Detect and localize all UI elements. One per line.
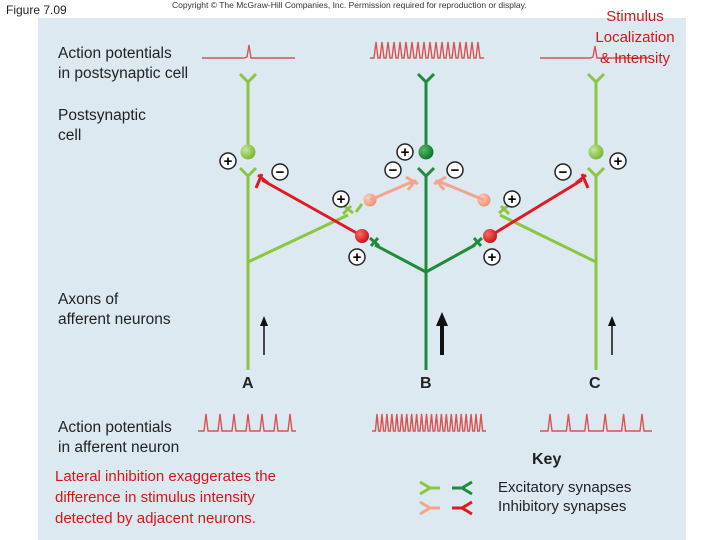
key-excitatory-label: Excitatory synapses — [498, 479, 632, 496]
svg-text:+: + — [508, 191, 517, 208]
svg-text:−: − — [389, 162, 398, 179]
label-line: Axons of — [58, 291, 119, 308]
svg-text:+: + — [614, 153, 623, 170]
stimulus-arrow-a — [260, 316, 268, 355]
key-excitatory-symbols — [419, 480, 473, 496]
label-line: in postsynaptic cell — [58, 65, 189, 82]
interneuron-pink-right — [433, 175, 491, 207]
afferent-neuron-a — [246, 175, 349, 370]
postsynaptic-neuron-c — [586, 72, 606, 179]
plus-sign: + — [348, 248, 366, 266]
caption-line: difference in stimulus intensity — [55, 489, 255, 506]
svg-text:+: + — [337, 191, 346, 208]
label-line: cell — [58, 127, 82, 144]
label-ap-postsynaptic: Action potentials in postsynaptic cell — [58, 44, 188, 84]
afferent-ap-trace-b — [372, 413, 486, 432]
caption: Lateral inhibition exaggerates the diffe… — [55, 466, 276, 529]
plus-sign: + — [219, 152, 237, 170]
svg-text:−: − — [559, 164, 568, 181]
label-ap-afferent: Action potentials in afferent neuron — [58, 418, 179, 458]
plus-sign: + — [609, 152, 627, 170]
stimulus-arrow-b — [436, 312, 448, 355]
minus-sign: − — [554, 163, 572, 181]
key-inhibitory-symbols — [419, 500, 473, 516]
interneuron-red-right — [483, 173, 590, 243]
label-axons: Axons of afferent neurons — [58, 290, 171, 330]
key-title: Key — [532, 451, 562, 468]
slide-title-line: & Intensity — [599, 50, 671, 67]
interneuron-red-left — [254, 173, 369, 243]
copyright-notice: Copyright © The McGraw-Hill Companies, I… — [172, 0, 527, 10]
postsynaptic-ap-trace-a — [202, 44, 295, 59]
afferent-ap-trace-c — [540, 413, 652, 432]
postsynaptic-neuron-b — [416, 72, 436, 179]
slide-title: Stimulus Localization & Intensity — [580, 6, 690, 69]
afferent-neuron-c — [499, 175, 598, 370]
plus-sign: + — [503, 190, 521, 208]
svg-text:−: − — [276, 164, 285, 181]
slide-title-line: Localization — [595, 29, 675, 46]
caption-line: detected by adjacent neurons. — [55, 510, 256, 527]
diagram-panel — [38, 18, 686, 540]
postsynaptic-ap-trace-b — [370, 41, 484, 59]
minus-sign: − — [384, 161, 402, 179]
label-line: Postsynaptic — [58, 107, 146, 124]
label-line: Action potentials — [58, 419, 172, 436]
label-line: in afferent neuron — [58, 439, 180, 456]
plus-sign: + — [483, 248, 501, 266]
figure-label: Figure 7.09 — [6, 3, 67, 17]
plus-sign: + — [396, 143, 414, 161]
plus-sign: + — [332, 190, 350, 208]
label-postsynaptic-cell: Postsynaptic cell — [58, 106, 146, 146]
interneuron-pink-left — [354, 175, 419, 213]
postsynaptic-neuron-a — [238, 72, 258, 179]
minus-sign: − — [446, 161, 464, 179]
caption-line: Lateral inhibition exaggerates the — [55, 468, 276, 485]
neuron-label-c: C — [589, 375, 601, 392]
svg-text:+: + — [401, 144, 410, 161]
label-line: afferent neurons — [58, 311, 171, 328]
postsynaptic-ap-trace-c — [540, 45, 648, 59]
afferent-neuron-b — [374, 175, 476, 370]
neuron-label-a: A — [242, 375, 254, 392]
svg-text:+: + — [224, 153, 233, 170]
label-line: Action potentials — [58, 45, 172, 62]
slide-title-line: Stimulus — [606, 8, 664, 25]
sign-markers: + − + − − + + + + − + — [219, 143, 627, 266]
neuron-label-b: B — [420, 375, 432, 392]
stimulus-arrow-c — [608, 316, 616, 355]
svg-text:−: − — [451, 162, 460, 179]
afferent-ap-trace-a — [198, 413, 296, 432]
key-inhibitory-label: Inhibitory synapses — [498, 498, 627, 515]
minus-sign: − — [271, 163, 289, 181]
svg-text:+: + — [353, 249, 362, 266]
svg-text:+: + — [488, 249, 497, 266]
